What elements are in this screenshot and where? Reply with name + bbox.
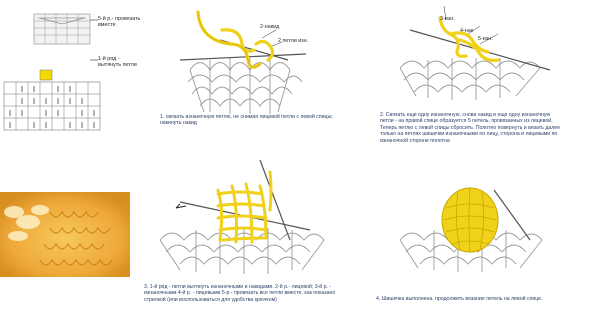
legend-row1-label: 1-й ряд - вытянуть петли: [98, 56, 144, 68]
step4-panel: 4. Шишечка выполнена, продолжить вязание…: [370, 170, 570, 325]
bobble-photo-image: [0, 192, 130, 277]
step3-panel: 3. 1-й ряд - петли вытянуть изнаночными …: [140, 150, 350, 325]
step1-panel: 2-накид 2 петли изн. 1. связать изнаночн…: [160, 0, 340, 150]
bobble-photo: [0, 192, 130, 277]
step2-callout-b: 4-нак: [460, 28, 473, 34]
step2-caption: 2. Связать еще одну изнаночную, снова на…: [380, 112, 560, 144]
step1-callout-loops: 2 петли изн.: [278, 38, 308, 44]
step1-caption: 1. связать изнаночную петлю, не снимая л…: [160, 114, 340, 127]
step2-illustration: [380, 0, 560, 170]
step2-callout-a: 3-изн.: [440, 16, 455, 22]
step4-caption: 4. Шишечка выполнена, продолжить вязание…: [376, 296, 566, 302]
step3-caption: 3. 1-й ряд - петли вытянуть изнаночными …: [144, 284, 344, 303]
step2-callout-c: 5-изн.: [478, 36, 493, 42]
step2-panel: 3-изн. 4-нак 5-изн. 2. Связать еще одну …: [380, 0, 560, 170]
symbol-legend: 5-й р.- провязать вместе 1-й ряд - вытян…: [0, 0, 120, 145]
legend-row5-label: 5-й р.- провязать вместе: [98, 16, 144, 28]
step1-illustration: [160, 0, 340, 150]
step1-callout-nakid: 2-накид: [260, 24, 279, 30]
